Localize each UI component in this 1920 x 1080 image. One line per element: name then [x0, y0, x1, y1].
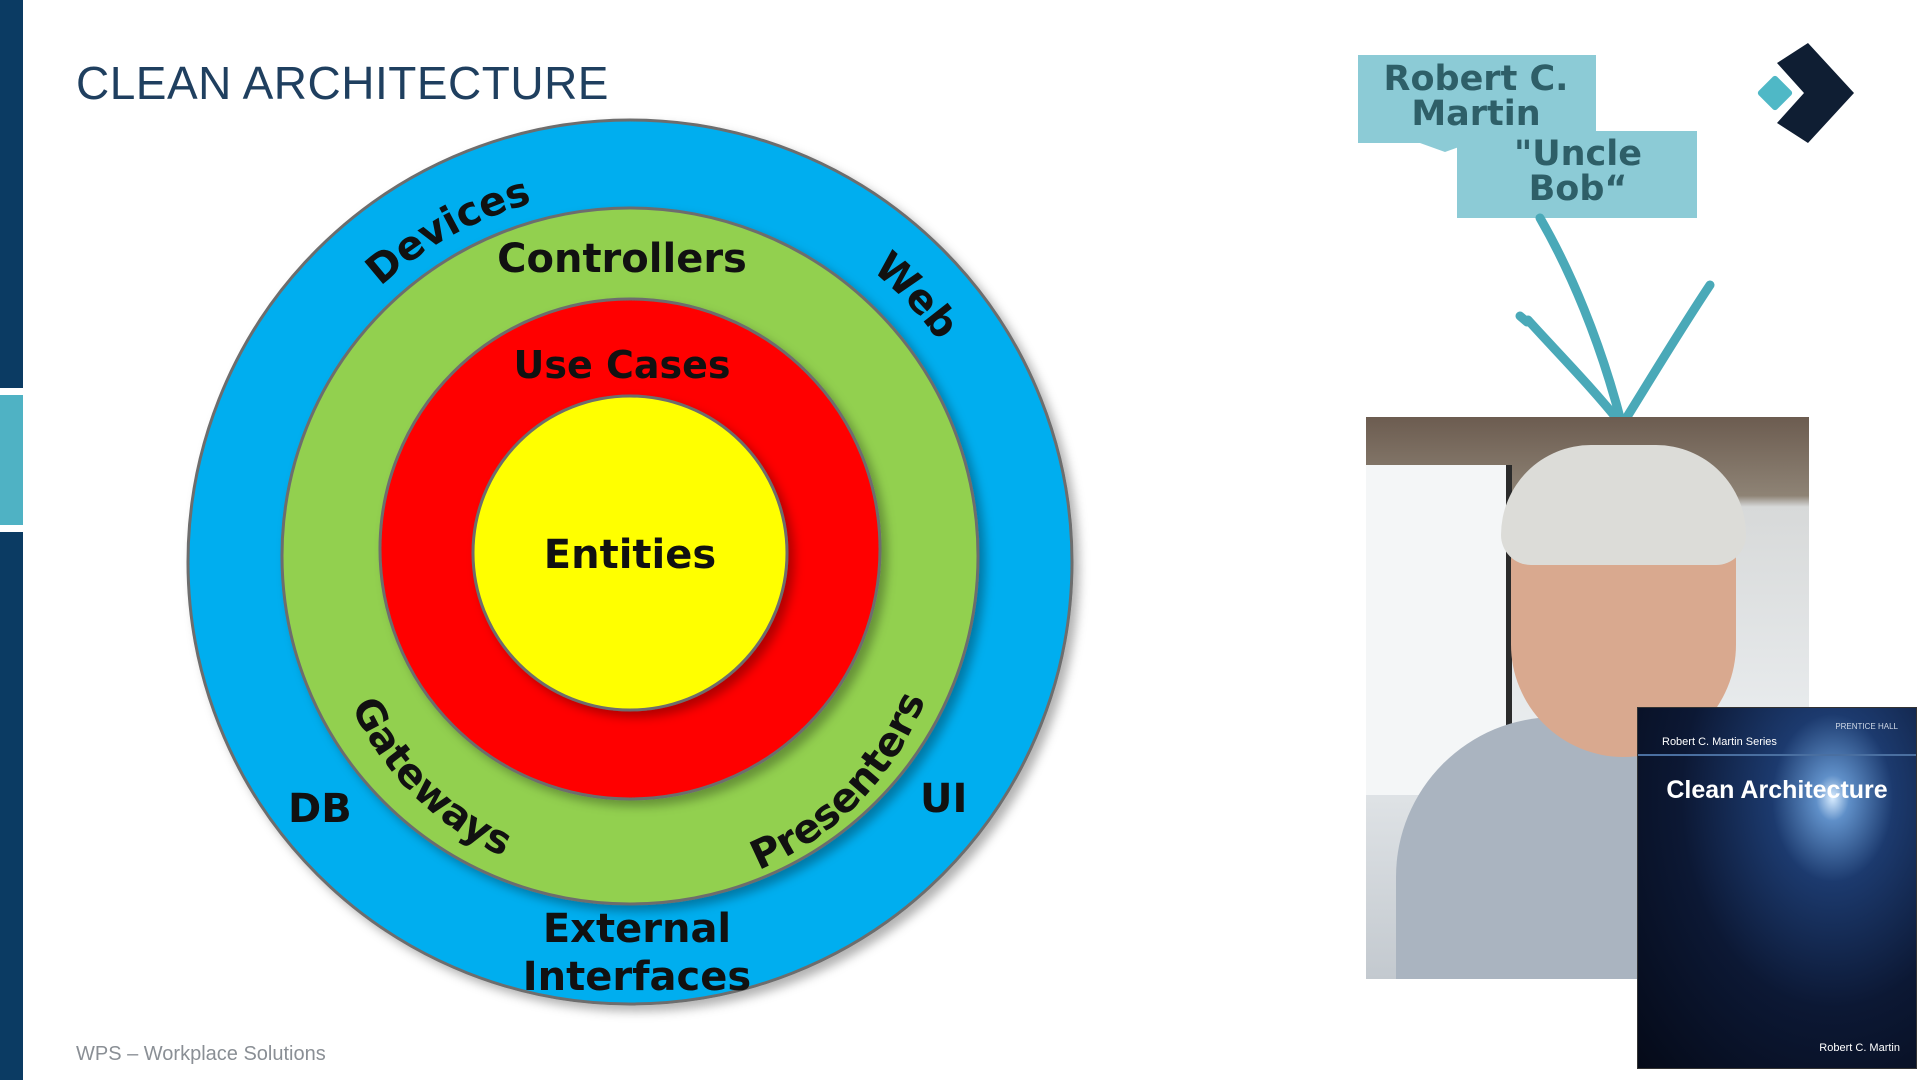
- book-publisher: PRENTICE HALL: [1835, 722, 1898, 731]
- label-ui: UI: [920, 776, 967, 822]
- label-entities: Entities: [544, 532, 716, 578]
- name-line2: Martin: [1411, 94, 1540, 134]
- name-box: [1358, 55, 1596, 143]
- label-external: External: [543, 906, 731, 952]
- name-line1: Robert C.: [1384, 59, 1569, 99]
- nick-line1: "Uncle: [1514, 134, 1642, 174]
- footer-text: WPS – Workplace Solutions: [76, 1043, 326, 1065]
- wps-logo-icon: [1757, 43, 1854, 143]
- book-band: [1638, 754, 1916, 756]
- nickname-box: [1457, 131, 1697, 218]
- accent-bar-bottom: [0, 532, 23, 1080]
- label-controllers: Controllers: [497, 236, 747, 282]
- label-use-cases: Use Cases: [513, 343, 730, 387]
- nick-line2: Bob“: [1529, 169, 1628, 209]
- hand-drawn-arrow: [1515, 213, 1715, 430]
- accent-bar-top: [0, 0, 23, 388]
- label-db: DB: [288, 786, 352, 832]
- book-author: Robert C. Martin: [1819, 1042, 1900, 1054]
- label-interfaces: Interfaces: [523, 954, 751, 1000]
- layer-entities-circle: [471, 394, 789, 712]
- slide-title: CLEAN ARCHITECTURE: [76, 57, 609, 109]
- photo-hair: [1501, 445, 1746, 565]
- accent-bar-middle: [0, 395, 23, 525]
- book-title: Clean Architecture: [1666, 776, 1888, 804]
- book-cover-image: PRENTICE HALL Robert C. Martin Series Cl…: [1637, 707, 1917, 1069]
- book-series: Robert C. Martin Series: [1662, 736, 1777, 748]
